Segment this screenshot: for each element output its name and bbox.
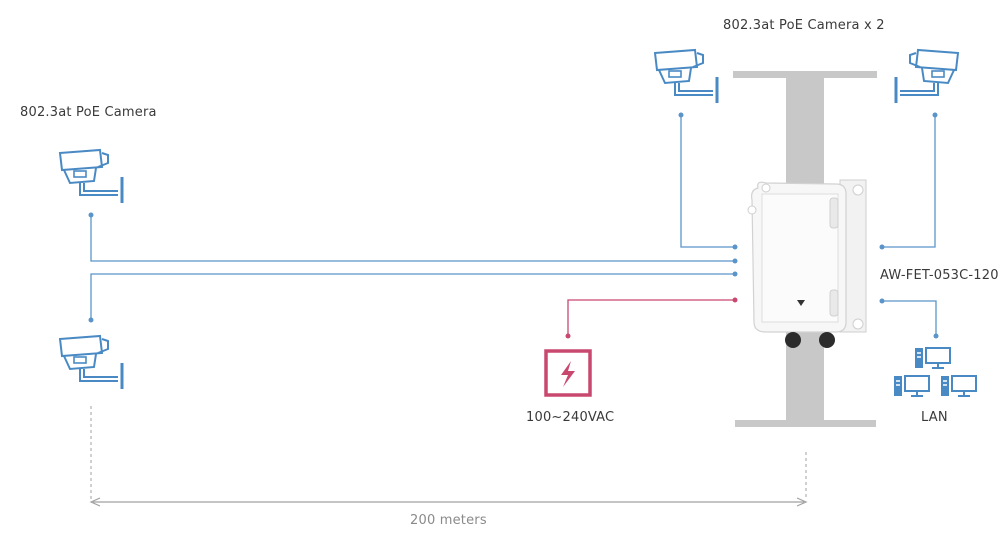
camera-left-bottom-icon — [58, 334, 124, 391]
poe-switch-enclosure — [747, 179, 867, 348]
lightning-bolt-icon — [544, 349, 592, 397]
distance-dimension — [89, 406, 808, 507]
computers-network-icon — [893, 347, 977, 397]
camera-pair-label: 802.3at PoE Camera x 2 — [723, 18, 885, 33]
power-cable — [565, 297, 738, 339]
cable-endpoints — [88, 112, 939, 339]
camera-left-top-icon — [58, 148, 124, 205]
camera-top-middle-icon — [653, 48, 719, 105]
poe-cables — [90, 115, 937, 336]
lan-label: LAN — [921, 410, 948, 425]
camera-single-label: 802.3at PoE Camera — [20, 105, 157, 120]
power-label: 100~240VAC — [526, 410, 615, 425]
distance-label: 200 meters — [410, 513, 487, 528]
device-model-label: AW-FET-053C-120 — [880, 268, 999, 283]
camera-top-right-icon — [896, 50, 958, 103]
